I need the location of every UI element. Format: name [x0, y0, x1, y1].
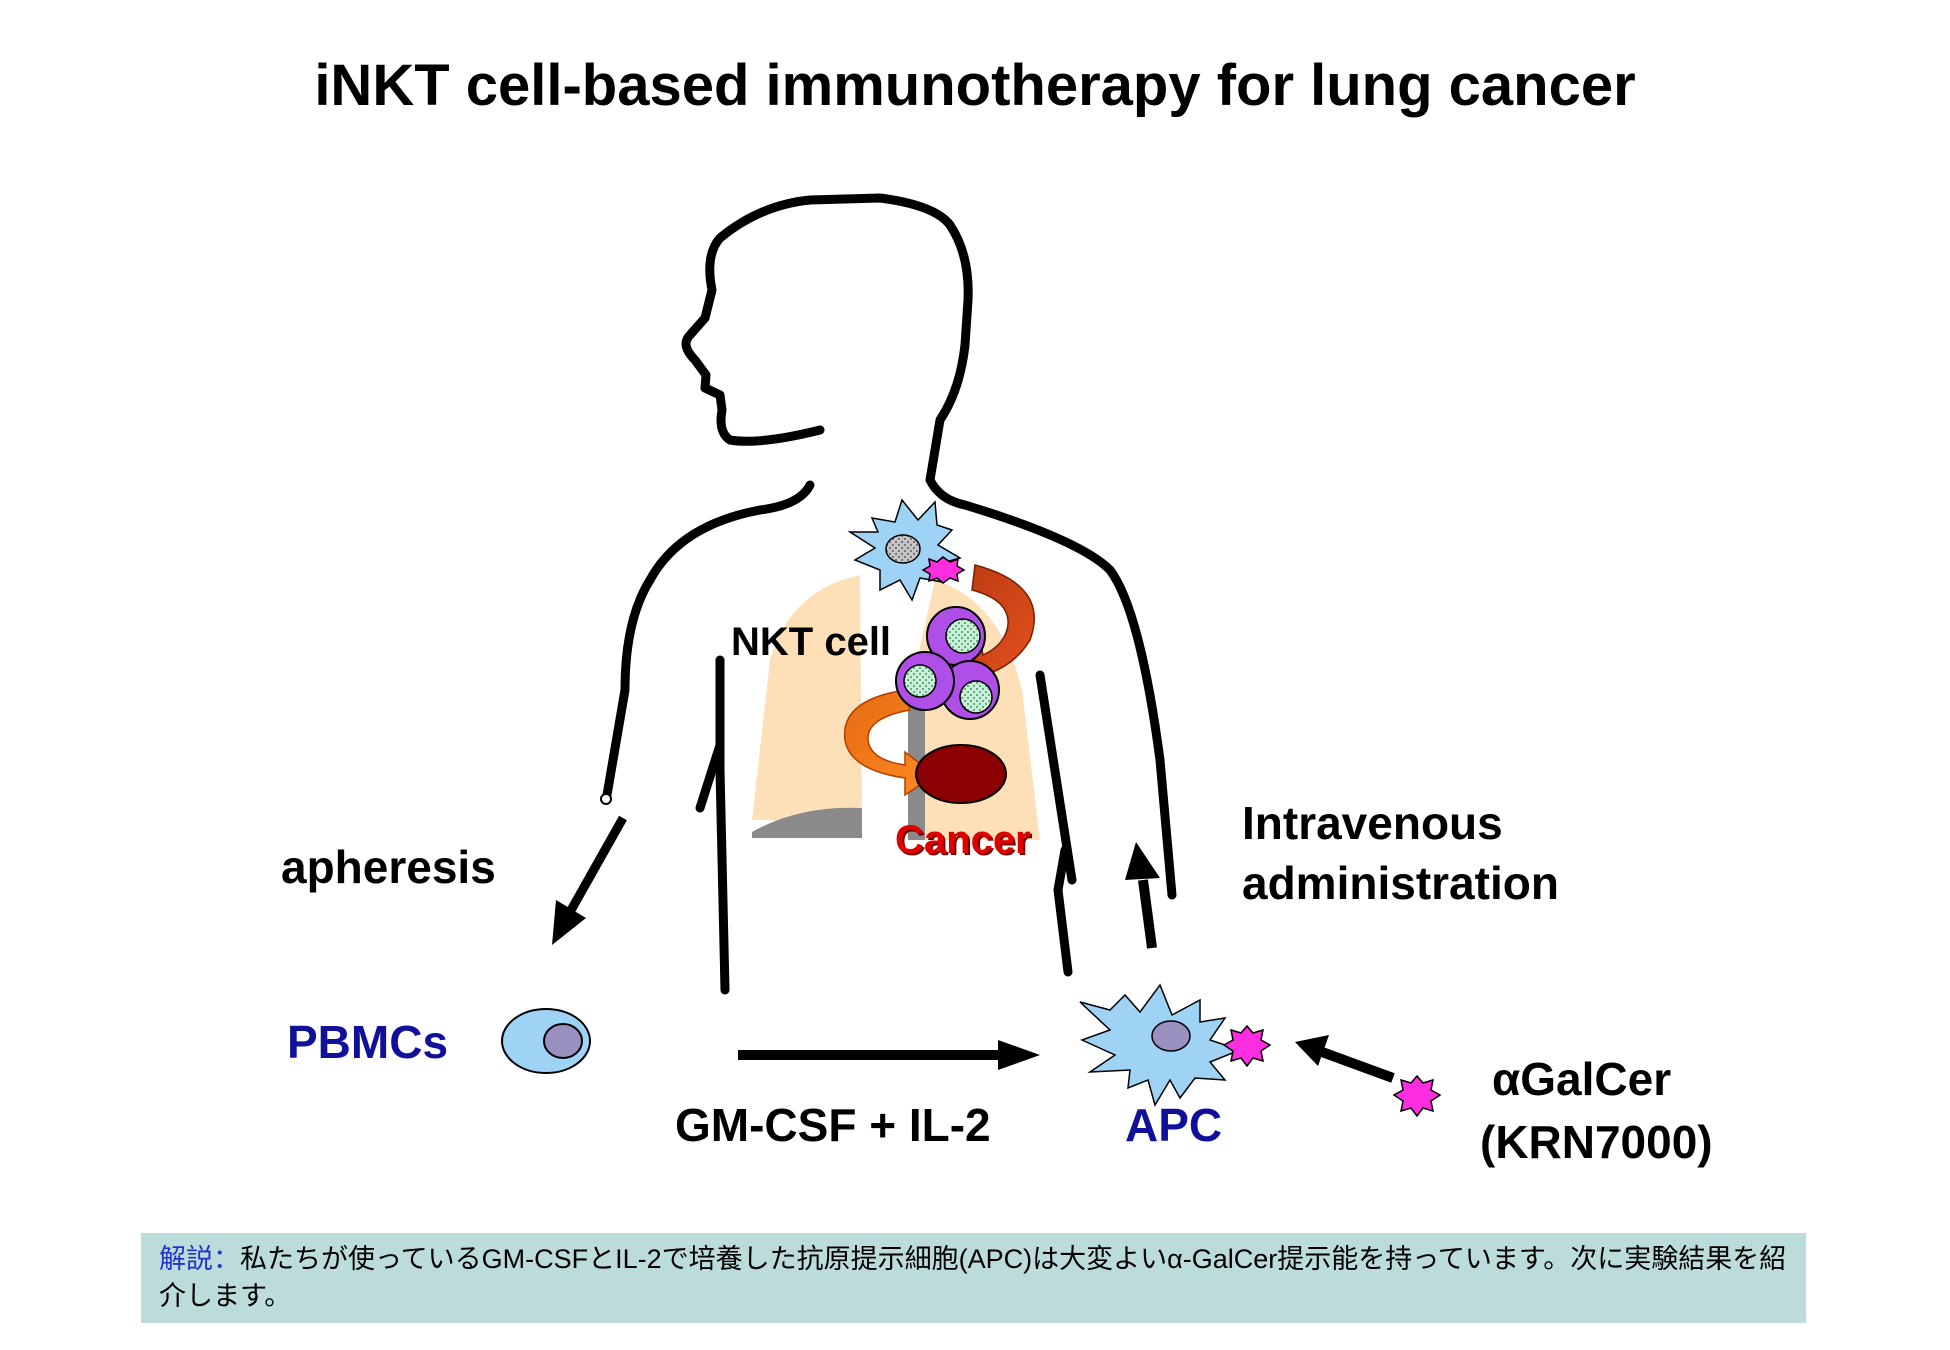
- cancer-cell-icon: [915, 744, 1007, 804]
- explanation-note: 解説：私たちが使っているGM-CSFとIL-2で培養した抗原提示細胞(APC)は…: [141, 1233, 1806, 1323]
- cytotoxic-arrow-orange: [843, 689, 937, 797]
- note-heading: 解説：: [159, 1244, 240, 1274]
- intravenous-label-line2: administration: [1242, 857, 1559, 909]
- apheresis-arrow: [552, 815, 627, 945]
- marker-dot: [600, 793, 612, 805]
- apc-cell-icon: [1079, 983, 1243, 1107]
- agalcer-label-line2: (KRN7000): [1480, 1116, 1713, 1168]
- gmcsf-il2-label: GM-CSF + IL-2: [675, 1099, 991, 1151]
- page-title: iNKT cell-based immunotherapy for lung c…: [314, 53, 1636, 118]
- apheresis-label: apheresis: [281, 841, 496, 893]
- galcer-on-apc-icon: [1222, 1024, 1272, 1068]
- nkt-cells-icon: [895, 606, 1000, 720]
- body-outline: [602, 193, 1177, 995]
- intravenous-label-line1: Intravenous: [1242, 797, 1503, 849]
- galcer-upper-icon: [921, 556, 966, 584]
- agalcer-label-line1: αGalCer: [1492, 1053, 1672, 1105]
- nkt-cell-label: NKT cell: [731, 620, 892, 664]
- culture-arrow: [738, 1040, 1040, 1070]
- pbmcs-label: PBMCs: [287, 1016, 449, 1068]
- galcer-arrow: [1295, 1035, 1395, 1083]
- note-text: 私たちが使っているGM-CSFとIL-2で培養した抗原提示細胞(APC)は大変よ…: [159, 1244, 1787, 1311]
- cancer-label: Cancer: [895, 818, 1031, 862]
- galcer-free-icon: [1392, 1074, 1442, 1118]
- intravenous-arrow: [1125, 842, 1160, 949]
- apc-label: APC: [1125, 1099, 1223, 1151]
- pbmc-cell-icon: [501, 1008, 591, 1074]
